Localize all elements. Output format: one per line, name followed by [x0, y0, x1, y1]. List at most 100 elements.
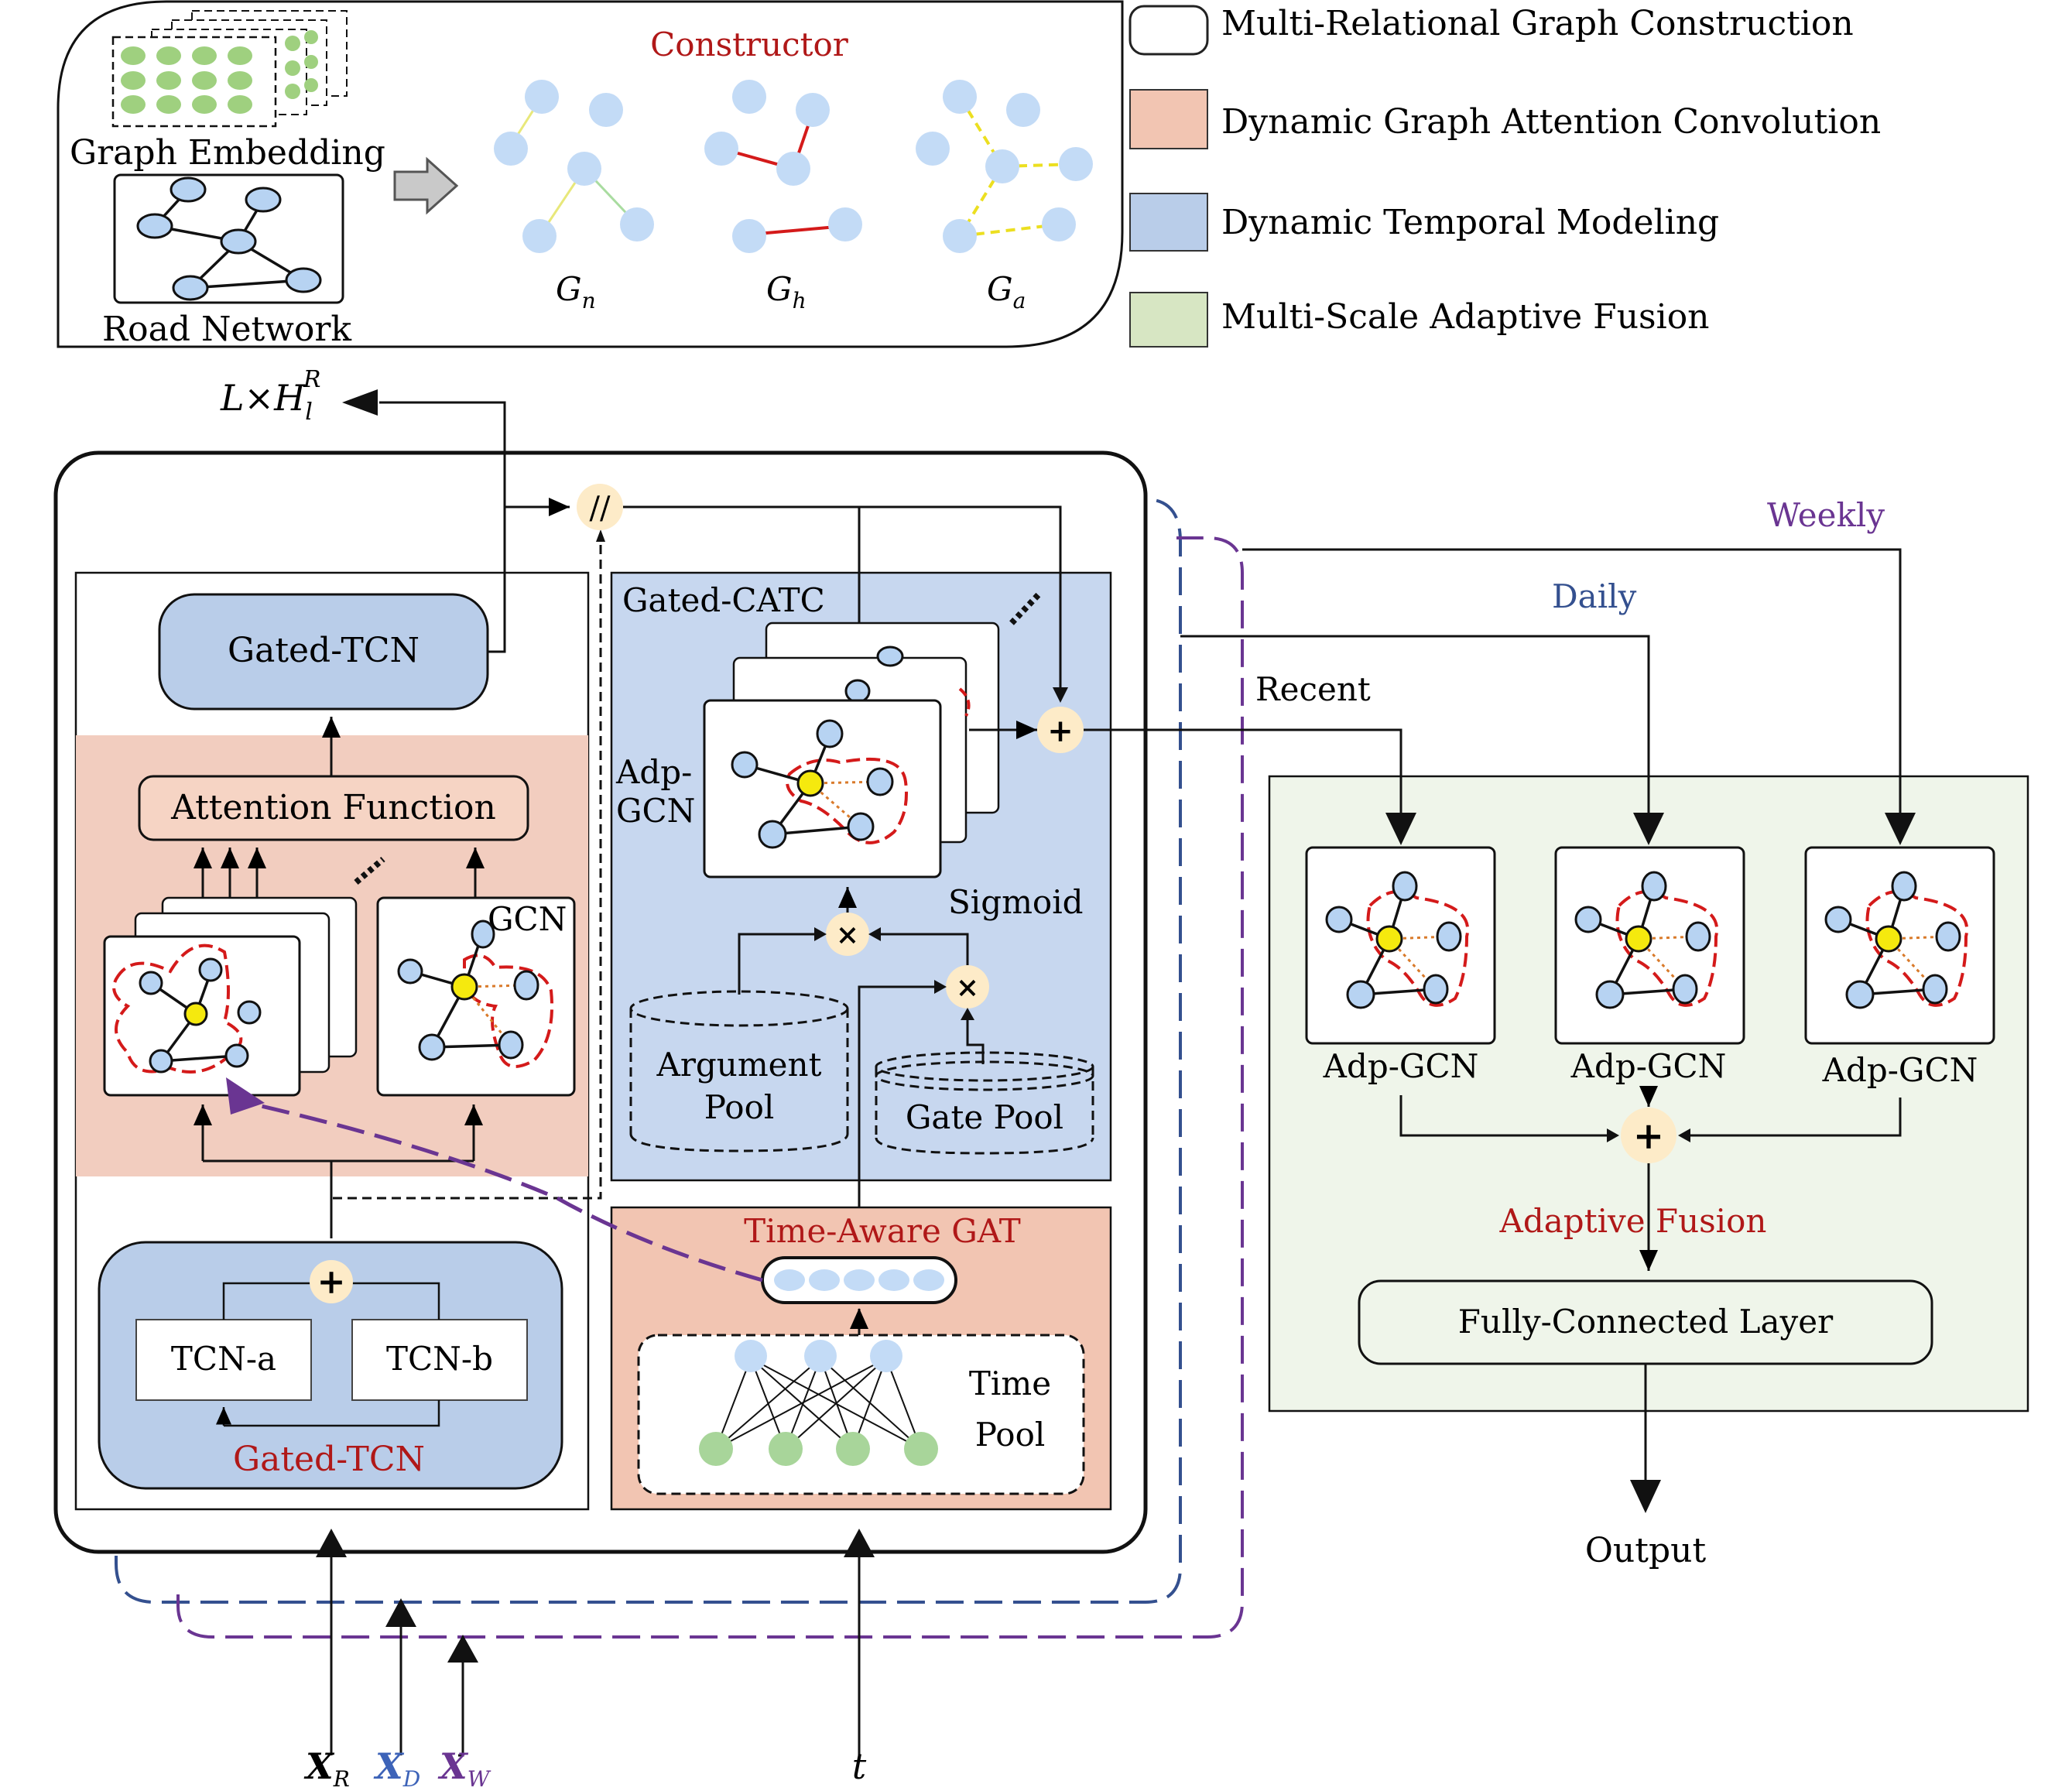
legend-label-fusion: Multi-Scale Adaptive Fusion — [1221, 297, 1710, 337]
gated-tcn-top-label: Gated-TCN — [228, 631, 420, 670]
time-pool-box — [637, 1334, 1085, 1495]
recent-label: Recent — [1255, 670, 1371, 708]
tcn-b-label: TCN-b — [386, 1340, 493, 1378]
fusion-adp-label-weekly: Adp-GCN — [1822, 1051, 1978, 1089]
fusion-adp-card-weekly — [1804, 846, 1995, 1045]
adp-gcn-main-graph — [731, 719, 908, 849]
adp-gcn-label-line2: GCN — [616, 792, 695, 830]
legend-swatch-construction — [1128, 5, 1209, 56]
gtcn-output-line — [379, 401, 506, 653]
weekly-label: Weekly — [1767, 496, 1885, 534]
graph-gn — [494, 80, 654, 253]
graph-ga-label: Ga — [987, 270, 1026, 313]
gated-catc-label: Gated-CATC — [622, 581, 825, 619]
layer-output-label: L×HlR — [220, 366, 320, 426]
construct-arrow — [393, 156, 459, 215]
arg-pool-to-mult-line — [738, 933, 818, 995]
sigmoid-label: Sigmoid — [948, 883, 1084, 921]
weekly-route — [1242, 548, 1902, 817]
fusion-adp-label-daily: Adp-GCN — [1570, 1047, 1727, 1085]
input-xd-label: XD — [373, 1745, 420, 1791]
ellipsis-dots-left — [354, 856, 385, 885]
gcn-graph — [397, 919, 554, 1068]
graph-ga — [916, 80, 1093, 253]
recent-to-fusion-line — [1399, 1095, 1610, 1137]
multiply-icon-lower: × — [956, 971, 979, 1004]
recent-route — [1084, 728, 1402, 817]
legend-swatch-temporal — [1129, 193, 1208, 252]
input-xw-label: XW — [437, 1745, 491, 1791]
gate-pool-cylinder — [875, 1051, 1094, 1155]
adp-gcn-label-line1: Adp- — [615, 753, 692, 791]
fusion-add-circle — [1621, 1108, 1676, 1163]
graph-construction-panel: Graph Embedding Road Network Constructor — [57, 0, 1124, 349]
tcn-a-label: TCN-a — [171, 1340, 276, 1378]
t-input-arrowhead — [844, 1529, 875, 1557]
legend-swatch-attention — [1129, 89, 1208, 149]
gtcn-to-graph-arrows — [194, 1104, 483, 1238]
argument-pool-cylinder — [629, 990, 849, 1152]
output-label: Output — [1585, 1531, 1707, 1570]
argument-pool-label-line1: Argument — [656, 1046, 822, 1084]
graph-gh — [704, 80, 862, 253]
fusion-adp-card-daily — [1554, 846, 1745, 1045]
gtcn-add-icon: + — [317, 1262, 346, 1302]
gate-pool-to-mult-line — [966, 1016, 985, 1064]
xw-input-arrowhead — [447, 1635, 478, 1663]
attention-function-label: Attention Function — [170, 788, 496, 827]
layer-output-arrowhead — [342, 389, 378, 416]
daily-dashed-border — [115, 498, 1182, 1604]
daily-label: Daily — [1552, 577, 1637, 615]
legend-label-construction: Multi-Relational Graph Construction — [1221, 4, 1854, 43]
xd-input-arrowhead — [385, 1598, 416, 1627]
adp-back-fragment — [844, 646, 971, 717]
graph-gh-label: Gh — [766, 270, 807, 313]
catc-add-icon: + — [1047, 713, 1074, 749]
concat-symbol: // — [590, 491, 611, 526]
catc-add-circle — [1037, 707, 1084, 753]
ellipsis-dots-middle — [1009, 592, 1041, 625]
concat-to-add-line — [859, 505, 1062, 689]
time-embedding-nodes — [774, 1269, 944, 1291]
gcn-label: GCN — [488, 900, 567, 938]
fusion-adp-card-recent — [1305, 846, 1496, 1045]
tcn-a-box — [135, 1319, 312, 1401]
multiply-circle-lower — [946, 965, 989, 1009]
concat-circle — [577, 484, 623, 530]
time-aware-gat-label: Time-Aware GAT — [744, 1212, 1021, 1250]
fusion-adp-label-recent: Adp-GCN — [1323, 1047, 1479, 1085]
input-xr-label: XR — [303, 1745, 350, 1791]
time-pool-label-line2: Pool — [975, 1416, 1046, 1454]
xw-input-line — [458, 1647, 464, 1757]
dashed-skip-connection — [333, 534, 602, 1200]
daily-route — [1180, 635, 1650, 817]
road-network-label: Road Network — [102, 310, 351, 349]
graph-embedding-stack — [111, 10, 348, 128]
graph-embedding-label: Graph Embedding — [70, 133, 385, 173]
fully-connected-label: Fully-Connected Layer — [1458, 1303, 1834, 1341]
fusion-add-icon: + — [1633, 1115, 1664, 1158]
gated-tcn-bottom-label: Gated-TCN — [233, 1440, 425, 1479]
gat-graph — [112, 943, 262, 1074]
weekly-dashed-border — [176, 536, 1244, 1639]
time-attention-arrowhead — [226, 1077, 265, 1115]
gated-tcn-bottom-box — [98, 1241, 563, 1490]
graph-gn-label: Gn — [556, 270, 596, 313]
time-pool-label-line1: Time — [969, 1365, 1051, 1402]
time-pool-network — [699, 1340, 938, 1466]
legend-swatch-fusion — [1129, 292, 1208, 348]
time-gat-to-mult-line — [858, 985, 938, 1269]
legend-label-temporal: Dynamic Temporal Modeling — [1221, 203, 1719, 242]
adaptive-fusion-label: Adaptive Fusion — [1499, 1202, 1767, 1240]
gtcn-add-circle — [310, 1260, 353, 1303]
gate-pool-label: Gate Pool — [906, 1098, 1063, 1136]
legend-label-attention: Dynamic Graph Attention Convolution — [1221, 102, 1881, 142]
input-t-label: t — [852, 1745, 867, 1787]
legend: Multi-Relational Graph Construction Dyna… — [1128, 4, 1881, 348]
weekly-to-fusion-line — [1687, 1098, 1902, 1137]
argument-pool-label-line2: Pool — [704, 1088, 775, 1126]
time-attention-dashed-link — [247, 1101, 763, 1282]
multiply-icon-upper: × — [836, 919, 859, 951]
